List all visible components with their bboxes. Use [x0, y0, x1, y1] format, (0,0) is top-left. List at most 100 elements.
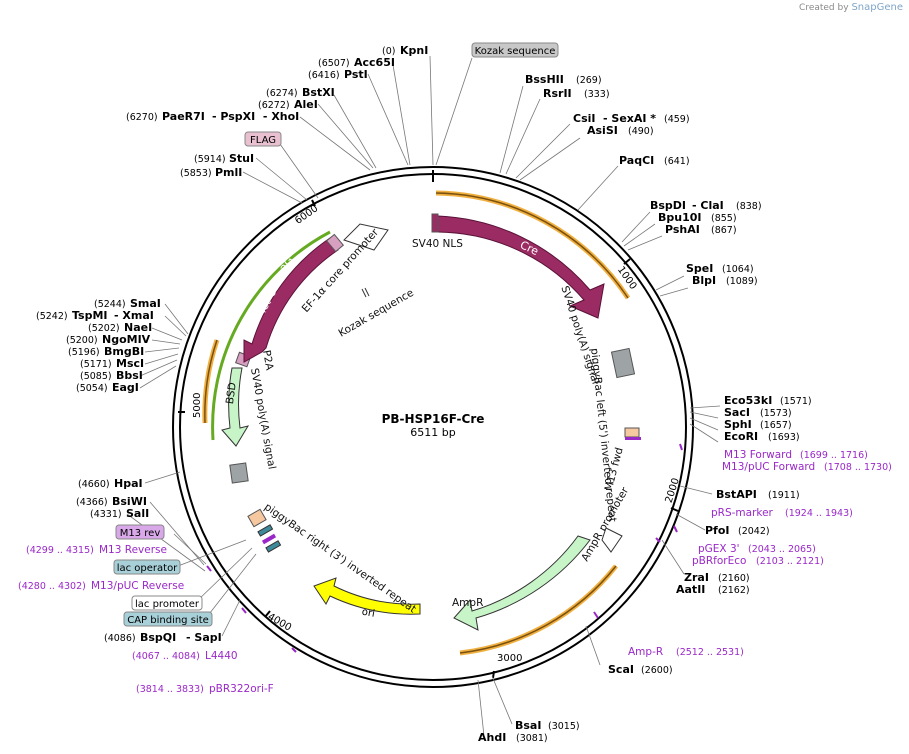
lac-block-2	[261, 533, 277, 545]
site-pos-stui: (5914)	[194, 154, 226, 165]
site-name-bstapi: BstAPI	[716, 488, 757, 501]
site-name-psti: PstI	[344, 68, 368, 81]
lacprom-box	[131, 595, 203, 611]
sv40-nls-label: SV40 NLS	[412, 238, 463, 250]
primer-pos-l4440: (4067 .. 4084)	[132, 651, 200, 662]
primer-pos-m13pucrev: (4280 .. 4302)	[18, 581, 86, 592]
site-name-eco53ki: Eco53kI	[724, 394, 772, 407]
site-name-alei: AleI	[294, 98, 318, 111]
site-pos-bstxi: (6274)	[266, 88, 298, 99]
tick-3000: 3000	[497, 653, 522, 664]
lacprom-box-label: lac promoter	[135, 599, 200, 610]
orange-arc-top-right-line	[435, 192, 629, 299]
site-pos-bstapi: (1911)	[768, 490, 800, 501]
site-name-bspdi: BspDI	[650, 199, 686, 212]
site-extra-bspqi: - SapI	[186, 631, 222, 644]
site-labels-right: BssHII (269) RsrII (333) CsiI - SexAI * …	[478, 73, 812, 744]
site-pos-csii: (459)	[664, 114, 690, 125]
site-name-pmli: PmlI	[215, 166, 242, 179]
site-pos-msci: (5171)	[80, 359, 112, 370]
ampr-feature-arrow	[453, 535, 591, 631]
site-pos-asisi: (490)	[628, 126, 654, 137]
site-name-bpu10i: Bpu10I	[658, 211, 702, 224]
primer-marks	[206, 443, 683, 653]
site-pos-saci: (1573)	[760, 408, 792, 419]
site-pos-sali: (4331)	[90, 509, 122, 520]
site-name-acc65i: Acc65I	[354, 56, 395, 69]
site-name-paqci: PaqCI	[619, 154, 654, 167]
tick-marks	[178, 199, 679, 679]
site-name-bmgbi: BmgBI	[104, 345, 144, 358]
site-pos-zrai: (2160)	[718, 573, 750, 584]
primer-labels: M13 Forward (1699 .. 1716) M13/pUC Forwa…	[18, 449, 892, 695]
kozak-inner-label: Kozak sequence	[336, 287, 415, 340]
site-pos-acc65i: (6507)	[318, 58, 350, 69]
site-pos-pshai: (867)	[711, 225, 737, 236]
site-name-stui: StuI	[229, 152, 254, 165]
primer-name-pbr322: pBR322ori-F	[209, 683, 274, 695]
primer-pos-pbr322: (3814 .. 3833)	[136, 684, 204, 695]
tick-2000: 2000	[664, 477, 682, 505]
site-pos-ahdi: (3081)	[516, 733, 548, 744]
site-pos-bspdi: (838)	[736, 201, 762, 212]
site-extra-csii: - SexAI *	[603, 112, 656, 125]
site-pos-sphi: (1657)	[760, 420, 792, 431]
site-name-paer7i: PaeR7I	[162, 110, 205, 123]
primer-name-pbrforeco: pBRforEco	[692, 555, 746, 567]
kozak-box	[471, 42, 559, 58]
primer-pos-pgex3: (2043 .. 2065)	[748, 544, 816, 555]
kozak-mark-2	[364, 287, 370, 297]
site-pos-bspqi: (4086)	[104, 633, 136, 644]
primer-pos-rsmarker: (1924 .. 1943)	[785, 508, 853, 519]
site-name-msci: MscI	[116, 357, 144, 370]
sv40-polya-block-left	[229, 462, 249, 484]
site-pos-bmgbi: (5196)	[68, 347, 100, 358]
site-name-spei: SpeI	[686, 262, 713, 275]
lac-block-1	[257, 524, 274, 537]
site-pos-eagi: (5054)	[76, 383, 108, 394]
site-pos-naei: (5202)	[88, 323, 120, 334]
site-name-bbsi: BbsI	[116, 369, 143, 382]
kozak-box-label: Kozak sequence	[475, 46, 556, 57]
primer-pos-pbrforeco: (2103 .. 2121)	[756, 556, 824, 567]
primer-name-m13rev: M13 Reverse	[99, 544, 167, 556]
sv40-polya-block-right	[610, 347, 636, 379]
site-pos-bpu10i: (855)	[711, 213, 737, 224]
site-name-pfoi: PfoI	[705, 524, 730, 537]
bsd-feature-arrow	[221, 367, 250, 447]
site-pos-ecori: (1693)	[768, 432, 800, 443]
site-name-blpi: BlpI	[692, 274, 716, 287]
ef1a-promoter-arrow	[343, 223, 389, 251]
tick-5000: 5000	[192, 393, 203, 418]
flag-box	[244, 131, 282, 147]
site-pos-hpai: (4660)	[78, 479, 110, 490]
snapgene-logo-text: SnapGene	[851, 2, 903, 13]
orange-arc-left-line	[204, 339, 218, 424]
lacop-box	[113, 559, 181, 575]
site-extra-tspmi: - XmaI	[114, 309, 154, 322]
snapgene-branding: Created by SnapGene	[799, 2, 903, 13]
primer-pos-m13fwd: (1699 .. 1716)	[800, 450, 868, 461]
primer-name-m13fwd: M13 Forward	[724, 449, 792, 461]
site-pos-eco53ki: (1571)	[780, 396, 812, 407]
site-pos-blpi: (1089)	[726, 276, 758, 287]
site-pos-bbsi: (5085)	[80, 371, 112, 382]
lac-block-3	[265, 540, 282, 553]
orange-arc-bottom-right-line	[459, 565, 617, 654]
site-pos-pfoi: (2042)	[738, 526, 770, 537]
site-pos-bsshii: (269)	[576, 75, 602, 86]
created-by-text: Created by	[799, 3, 849, 13]
site-pos-tspmi: (5242)	[36, 311, 68, 322]
site-name-saci: SacI	[724, 406, 750, 419]
primer-name-l4440: L4440	[205, 650, 238, 662]
site-name-eagi: EagI	[112, 381, 139, 394]
cre-feature-arrow	[437, 215, 605, 319]
site-pos-scai: (2600)	[641, 665, 673, 676]
site-name-ahdi: AhdI	[478, 731, 506, 744]
pb-right-block	[247, 508, 267, 528]
site-name-bsshii: BssHII	[525, 73, 564, 86]
site-pos-bsai: (3015)	[548, 721, 580, 732]
leader-lines	[126, 55, 721, 737]
site-pos-bsiwi: (4366)	[76, 497, 108, 508]
